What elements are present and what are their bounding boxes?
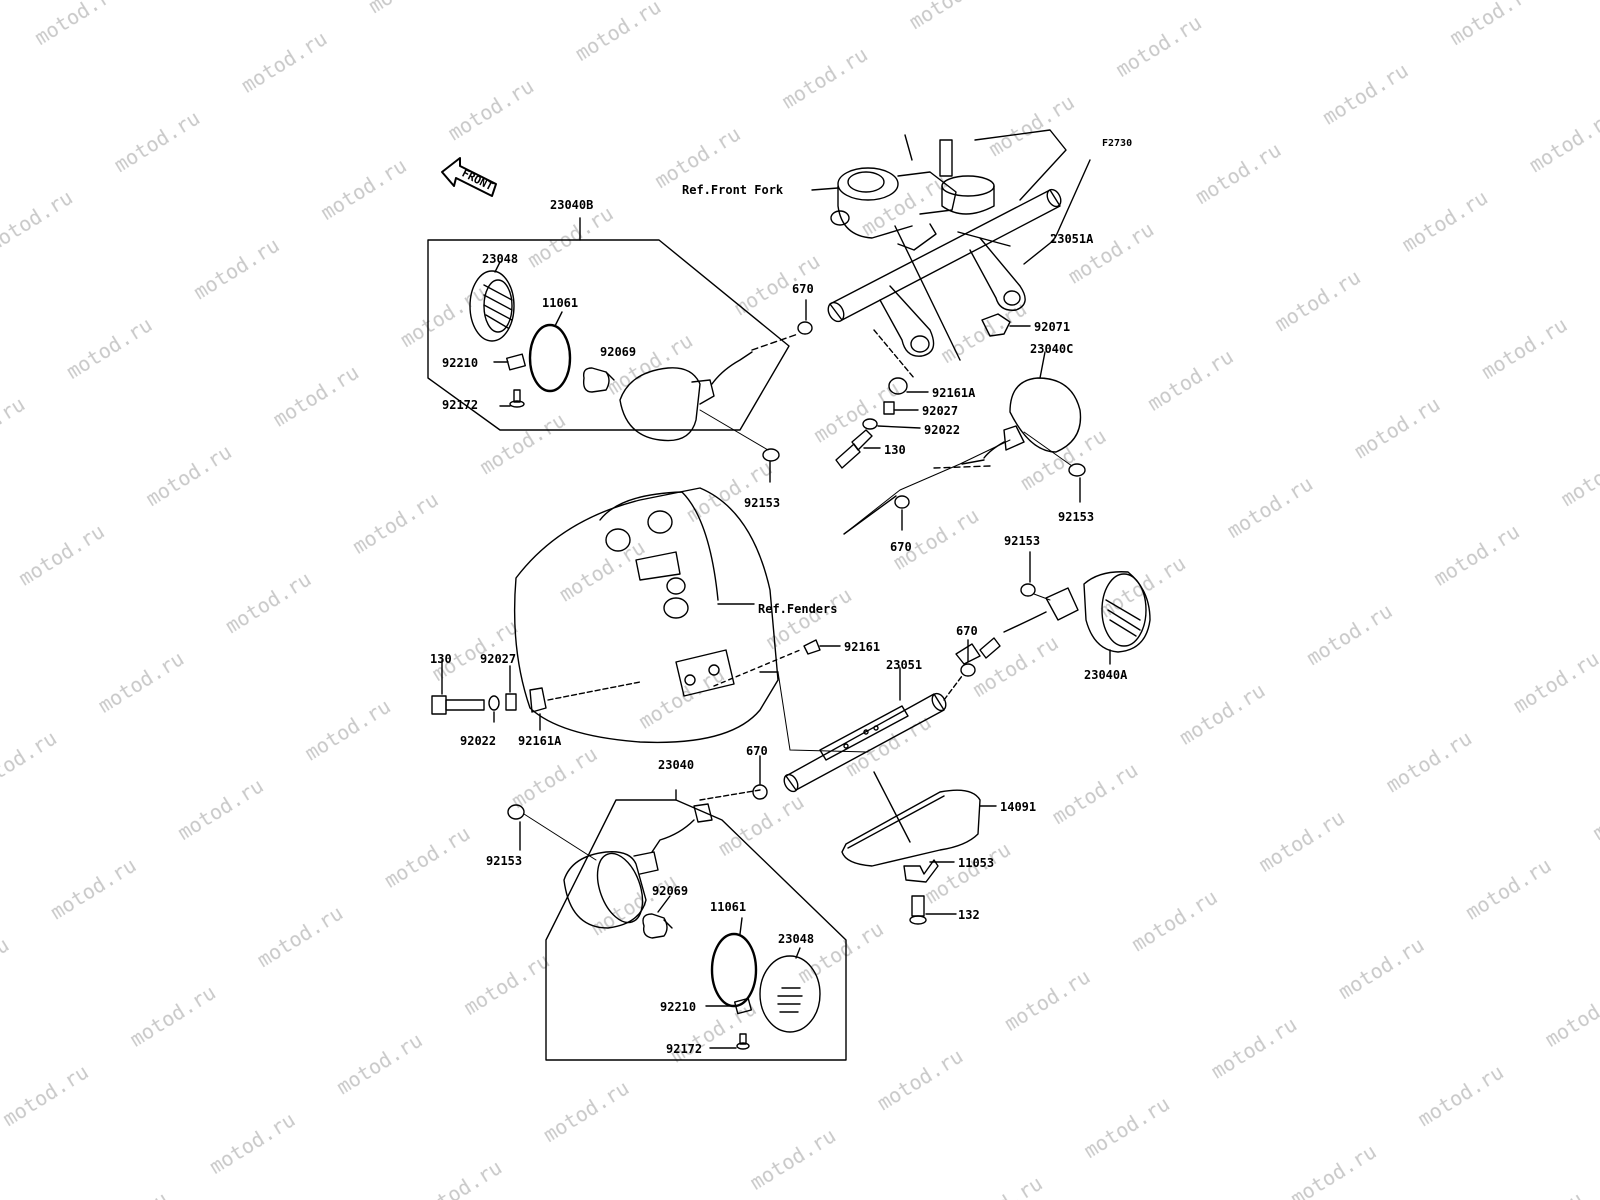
washer-92022-top (862, 418, 878, 430)
part-23048-top: 23048 (482, 252, 519, 266)
part-130-top: 130 (884, 443, 906, 457)
gasket-11061-bot (710, 932, 758, 1008)
connector-bottom (693, 803, 713, 823)
part-23040A: 23040A (1084, 668, 1128, 682)
collar-92027-top (883, 401, 895, 415)
clip-92210-bot (733, 997, 753, 1015)
screw-92153-right (1068, 463, 1086, 477)
part-14091: 14091 (1000, 800, 1037, 814)
part-92161A-left: 92161A (518, 734, 562, 748)
grommet-92161A-top (888, 377, 908, 395)
bolt-130-top (835, 429, 873, 469)
part-92153-top: 92153 (744, 496, 781, 510)
ref-front-fork: Ref.Front Fork (682, 183, 784, 197)
lens-23048-top (469, 270, 515, 342)
screw-132 (909, 895, 927, 925)
part-92210-bot: 92210 (660, 1000, 697, 1014)
front-arrow-icon: FRONT (441, 157, 497, 197)
part-670-right: 670 (956, 624, 978, 638)
bulb-92069-bot (642, 913, 673, 939)
part-23040: 23040 (658, 758, 695, 772)
group-box-23040B (427, 239, 790, 431)
group-box-23040 (545, 799, 847, 1061)
grommet-92161 (803, 639, 821, 655)
turn-signal-23040C (961, 377, 1082, 465)
figure-code: F2730 (1102, 138, 1132, 149)
turn-signal-23040A (1003, 571, 1151, 653)
part-92153-r2: 92153 (1004, 534, 1041, 548)
part-92071: 92071 (1034, 320, 1071, 334)
part-670-top: 670 (792, 282, 814, 296)
part-92153-right: 92153 (1058, 510, 1095, 524)
gasket-11061-top (528, 323, 572, 393)
part-92069-top: 92069 (600, 345, 637, 359)
part-23051: 23051 (886, 658, 923, 672)
part-130-left: 130 (430, 652, 452, 666)
bulb-92069-top (582, 367, 615, 393)
oring-670-top (797, 321, 813, 335)
part-670-mid: 670 (890, 540, 912, 554)
washer-92022-left (488, 695, 500, 711)
bar-23051A (827, 188, 1062, 357)
part-23040C: 23040C (1030, 342, 1074, 356)
grommet-92071 (981, 313, 1011, 337)
screw-92172-top (509, 389, 525, 408)
cover-14091 (841, 789, 981, 867)
part-92161A-top: 92161A (932, 386, 976, 400)
connector-right (955, 637, 1001, 665)
front-fork-clamp (830, 129, 1067, 239)
turn-signal-housing-bottom (563, 851, 659, 929)
part-92161: 92161 (844, 640, 881, 654)
part-92027-left: 92027 (480, 652, 517, 666)
grommet-92161A-left (529, 687, 547, 713)
part-11061-top: 11061 (542, 296, 579, 310)
part-11053: 11053 (958, 856, 995, 870)
turn-signal-housing-top-left (619, 351, 753, 442)
part-23040B: 23040B (550, 198, 594, 212)
screw-92172-bot (736, 1033, 750, 1050)
part-23051A: 23051A (1050, 232, 1094, 246)
part-23048-bot: 23048 (778, 932, 815, 946)
part-670-bot: 670 (746, 744, 768, 758)
oring-670-mid (894, 495, 910, 509)
part-132: 132 (958, 908, 980, 922)
part-92153-bot: 92153 (486, 854, 523, 868)
screw-92153-bot (507, 804, 525, 820)
part-11061-bot: 11061 (710, 900, 747, 914)
clip-92210-top (506, 353, 526, 371)
part-92022-left: 92022 (460, 734, 497, 748)
part-92172-bot: 92172 (666, 1042, 703, 1056)
part-92027-top: 92027 (922, 404, 959, 418)
part-92172-top: 92172 (442, 398, 479, 412)
screw-92153-top (762, 448, 780, 462)
screw-92153-r2 (1020, 583, 1036, 597)
collar-92027-left (505, 693, 517, 711)
fender (513, 487, 779, 744)
bar-23051 (783, 692, 947, 793)
ref-fenders: Ref.Fenders (758, 602, 838, 616)
lens-23048-bot (759, 955, 821, 1033)
clip-11053 (903, 859, 939, 883)
part-92210-top: 92210 (442, 356, 479, 370)
oring-670-right (960, 663, 976, 677)
oring-670-bot (752, 784, 768, 800)
part-92022-top: 92022 (924, 423, 961, 437)
part-92069-bot: 92069 (652, 884, 689, 898)
bolt-130-left (431, 695, 485, 715)
